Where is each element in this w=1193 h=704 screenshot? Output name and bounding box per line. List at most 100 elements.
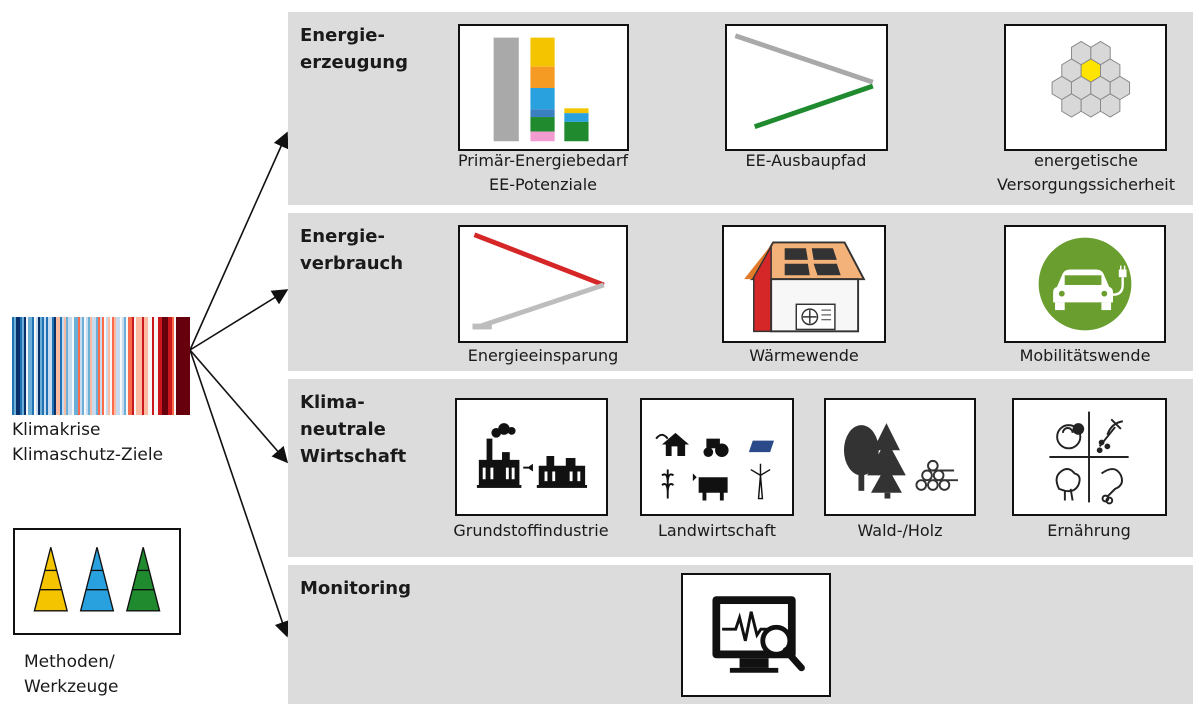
warming-stripe — [112, 317, 115, 415]
warming-stripe — [58, 317, 61, 415]
agriculture-collage-icon — [655, 432, 774, 501]
panel-energieverbrauch: Energie- verbrauch Energieeinsparung Wä — [288, 213, 1193, 371]
caption-line: Versorgungssicherheit — [996, 175, 1176, 194]
warming-stripe — [92, 317, 95, 415]
source-label-line-1: Klimakrise — [12, 420, 101, 440]
panel-title-line: verbrauch — [300, 253, 404, 274]
methods-label-line-1: Methoden/ — [24, 652, 115, 672]
warming-stripe — [166, 317, 169, 415]
warming-stripe — [132, 317, 135, 415]
heat-transition-card[interactable] — [722, 225, 886, 343]
panel-title-line: Energie- — [300, 25, 385, 46]
warming-stripe — [146, 317, 149, 415]
hexagon-cluster-icon — [1051, 40, 1131, 118]
warming-stripe — [72, 317, 75, 415]
warming-stripe — [40, 317, 43, 415]
panel-title-line: Klima- — [300, 392, 365, 413]
warming-stripe — [22, 317, 25, 415]
warming-stripe — [172, 317, 175, 415]
warming-stripe — [178, 317, 181, 415]
warming-stripe — [134, 317, 137, 415]
electric-car-icon — [1038, 237, 1132, 331]
caption-line: EE-Ausbaupfad — [745, 151, 867, 170]
forest-wood-caption: Wald-/Holz — [800, 519, 1000, 543]
ee-pathway-caption: EE-Ausbaupfad — [706, 149, 906, 173]
food-groups-icon — [1049, 411, 1129, 505]
warming-stripe — [62, 317, 65, 415]
warming-stripe — [140, 317, 143, 415]
warming-stripe — [66, 317, 69, 415]
warming-stripe — [12, 317, 15, 415]
warming-stripe — [38, 317, 41, 415]
agriculture-card[interactable] — [640, 398, 794, 516]
warming-stripe — [158, 317, 161, 415]
primary-energy-demand-card[interactable] — [458, 24, 629, 151]
caption-line: Landwirtschaft — [657, 521, 777, 540]
warming-stripe — [84, 317, 87, 415]
mobility-transition-caption: Mobilitätswende — [985, 344, 1185, 368]
warming-stripe — [182, 317, 185, 415]
ee-pathway-lines-icon — [734, 33, 874, 130]
warming-stripe — [48, 317, 51, 415]
savings-lines-icon — [472, 232, 605, 330]
panel-title: Energie- verbrauch — [300, 223, 450, 277]
warming-stripe — [110, 317, 113, 415]
warming-stripe — [102, 317, 105, 415]
source-label: Klimakrise Klimaschutz-Ziele — [12, 418, 163, 468]
nutrition-card[interactable] — [1012, 398, 1167, 516]
warming-stripe — [152, 317, 155, 415]
warming-stripe — [148, 317, 151, 415]
warming-stripe — [26, 317, 29, 415]
warming-stripe — [142, 317, 145, 415]
warming-stripe — [122, 317, 125, 415]
warming-stripe — [176, 317, 179, 415]
arrow-to-energieverbrauch — [189, 289, 289, 351]
arrow-to-wirtschaft — [189, 349, 289, 464]
warming-stripe — [34, 317, 37, 415]
warming-stripe — [108, 317, 111, 415]
caption-line: energetische — [1034, 151, 1138, 170]
warming-stripe — [70, 317, 73, 415]
ee-pathway-card[interactable] — [725, 24, 888, 151]
monitoring-card[interactable] — [681, 573, 831, 697]
caption-line: Primär-Energiebedarf — [457, 151, 629, 170]
warming-stripe — [82, 317, 85, 415]
warming-stripe — [78, 317, 81, 415]
panel-title: Klima- neutrale Wirtschaft — [300, 389, 450, 470]
warming-stripe — [94, 317, 97, 415]
methods-label: Methoden/ Werkzeuge — [24, 650, 119, 700]
warming-stripe — [76, 317, 79, 415]
warming-stripe — [180, 317, 183, 415]
warming-stripe — [80, 317, 83, 415]
warming-stripe — [170, 317, 173, 415]
methods-label-line-2: Werkzeuge — [24, 677, 119, 697]
forest-wood-card[interactable] — [824, 398, 976, 516]
solar-house-heatpump-icon — [744, 241, 866, 333]
warming-stripe — [32, 317, 35, 415]
warming-stripe — [16, 317, 19, 415]
panel-title-line: Monitoring — [300, 578, 411, 599]
caption-line: Wald-/Holz — [857, 521, 943, 540]
warming-stripes-graphic — [12, 317, 190, 415]
warming-stripe — [98, 317, 101, 415]
panel-title: Energie- erzeugung — [300, 22, 450, 76]
warming-stripe — [154, 317, 157, 415]
warming-stripe — [106, 317, 109, 415]
warming-stripe — [160, 317, 163, 415]
energy-savings-card[interactable] — [458, 225, 628, 343]
mobility-transition-card[interactable] — [1004, 225, 1166, 343]
primary-energy-demand-caption: Primär-Energiebedarf EE-Potenziale — [443, 149, 643, 197]
arrow-to-energieerzeugung — [189, 131, 289, 351]
supply-security-card[interactable] — [1004, 24, 1167, 151]
basic-industry-card[interactable] — [455, 398, 608, 516]
warming-stripe — [162, 317, 165, 415]
warming-stripe — [168, 317, 171, 415]
warming-stripe — [20, 317, 23, 415]
caption-line: Wärmewende — [749, 346, 859, 365]
warming-stripe — [44, 317, 47, 415]
warming-stripe — [14, 317, 17, 415]
forest-wood-icon — [843, 423, 958, 499]
factory-transition-icon — [476, 423, 588, 488]
warming-stripe — [28, 317, 31, 415]
caption-line: EE-Potenziale — [488, 175, 598, 194]
